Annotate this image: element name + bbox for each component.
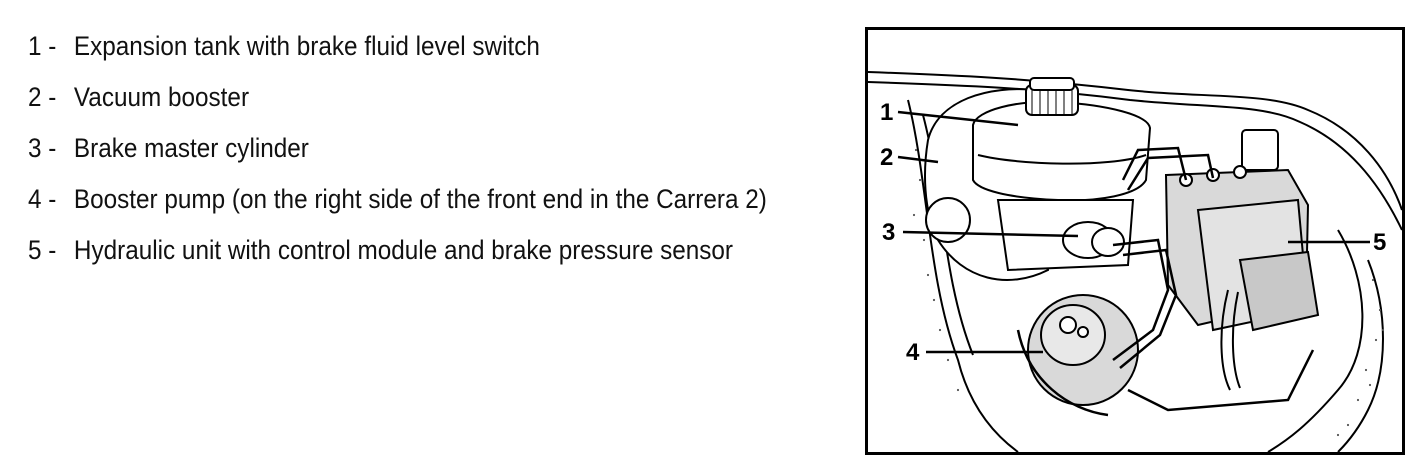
legend-number: 3 - bbox=[28, 133, 57, 163]
legend-list: 1 - Expansion tank with brake fluid leve… bbox=[28, 26, 858, 281]
legend-item-2: 2 - Vacuum booster bbox=[28, 77, 856, 118]
booster-pump bbox=[1027, 294, 1139, 406]
legend-item-4: 4 - Booster pump (on the right side of t… bbox=[28, 179, 856, 220]
callout-3: 3 bbox=[882, 219, 895, 246]
legend-number: 2 - bbox=[28, 82, 57, 112]
engine-bay-drawing: 1 2 3 4 5 bbox=[868, 71, 1402, 452]
legend-text: Booster pump (on the right side of the f… bbox=[73, 184, 767, 214]
legend-text: Vacuum booster bbox=[73, 82, 250, 112]
legend-number: 4 - bbox=[28, 184, 57, 214]
callout-leaders bbox=[897, 110, 1370, 354]
callout-5: 5 bbox=[1373, 229, 1386, 256]
callout-2: 2 bbox=[880, 144, 893, 171]
hydraulic-unit bbox=[1164, 129, 1320, 391]
brake-lines bbox=[1016, 146, 1315, 417]
legend-text: Hydraulic unit with control module and b… bbox=[73, 235, 734, 265]
legend-text: Brake master cylinder bbox=[73, 133, 309, 163]
legend-number: 5 - bbox=[28, 235, 57, 265]
legend-number: 1 - bbox=[28, 31, 57, 61]
brake-system-illustration: 1 2 3 4 5 bbox=[865, 27, 1405, 455]
callout-1: 1 bbox=[880, 99, 893, 126]
legend-item-1: 1 - Expansion tank with brake fluid leve… bbox=[28, 26, 856, 67]
stipple-texture bbox=[912, 148, 1385, 437]
expansion-tank bbox=[972, 77, 1152, 202]
legend-item-5: 5 - Hydraulic unit with control module a… bbox=[28, 230, 856, 271]
callout-4: 4 bbox=[906, 339, 920, 366]
legend-item-3: 3 - Brake master cylinder bbox=[28, 128, 856, 169]
engine-bay-outline bbox=[868, 71, 1402, 452]
legend-text: Expansion tank with brake fluid level sw… bbox=[73, 31, 540, 61]
